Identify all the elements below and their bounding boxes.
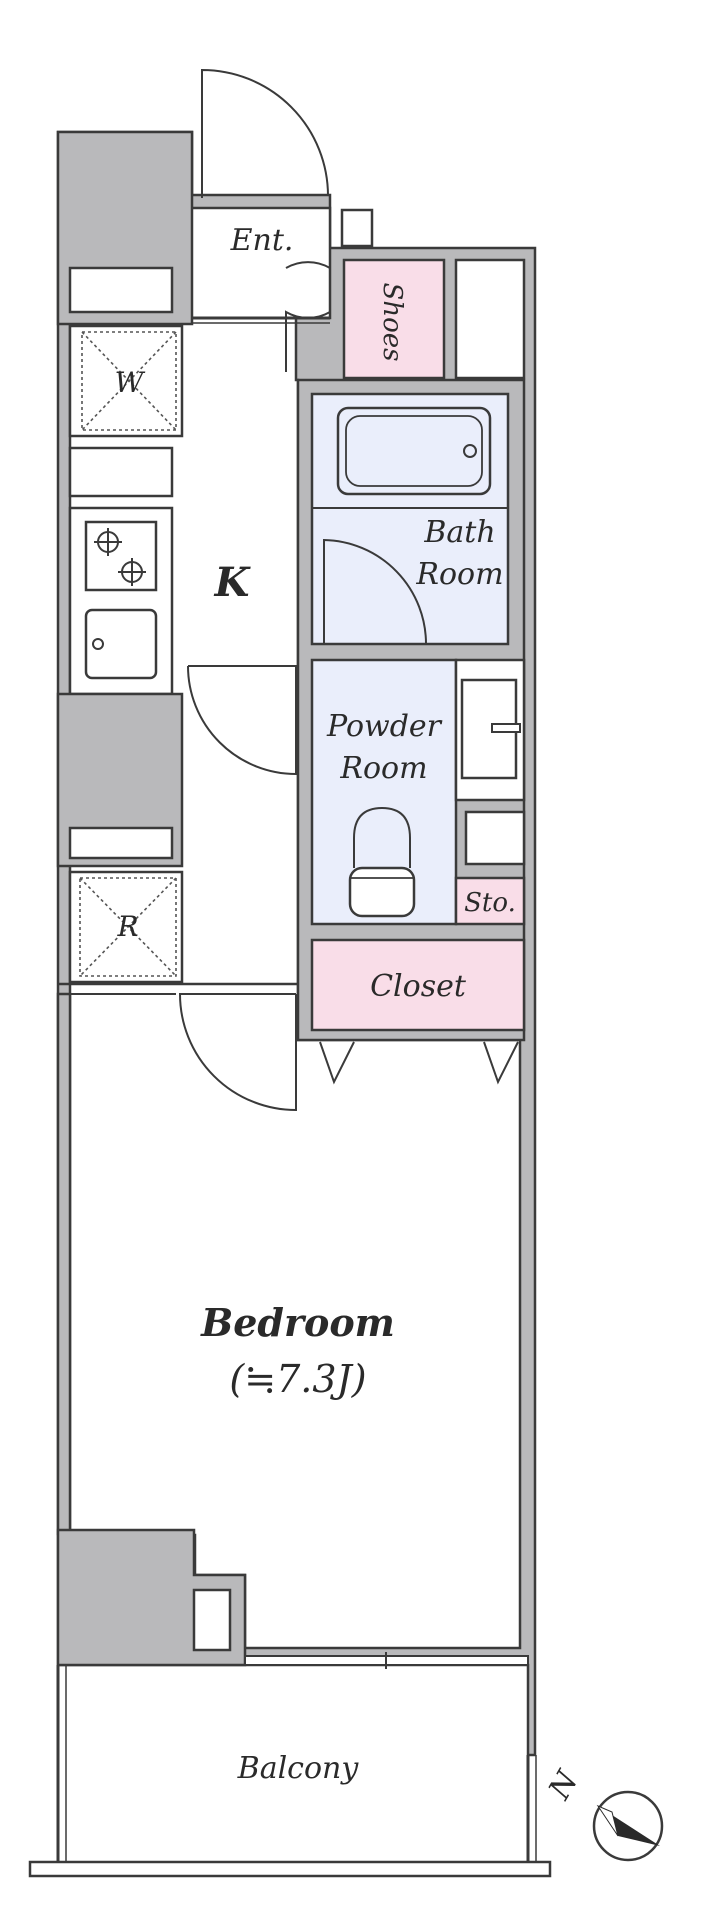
bath-door [323,538,428,646]
closet-label: Closet [370,969,467,1004]
entry-door [201,68,329,198]
entrance-label: Ent. [230,223,294,258]
entrance-niche [340,208,374,248]
bath-room [310,392,510,646]
powder-shelf [464,810,526,866]
bedroom-size-label: (≒7.3J) [229,1357,366,1401]
kitchen-sink-drain [92,638,104,650]
pipe-niche [192,1588,232,1652]
bath-label-1: Bath [423,515,495,550]
bathtub-inner [345,415,483,487]
refrigerator-diag-2 [79,877,177,977]
kitchen-cabinet-lower [68,826,174,860]
powder-label-2: Room [339,751,427,786]
kitchen-door [187,665,297,776]
compass-icon [592,1790,664,1862]
refrigerator-outline [79,877,177,977]
bedroom-label: Bedroom [200,1300,395,1345]
closet-door-right [483,1041,519,1085]
burner-icon [94,528,146,586]
kitchen-sink [84,608,158,680]
compass-north-label: N [542,1764,587,1807]
kitchen-shelf [68,446,174,498]
pipe-shaft [454,258,526,380]
storage-cabinet [454,876,526,926]
kitchen-label: K [214,559,252,606]
balcony-edge [28,1860,552,1878]
powder-label-1: Powder [326,709,443,744]
bathtub-outer [336,406,492,496]
stove-top [84,520,158,592]
toilet-tank [348,866,416,918]
refrigerator-label: R [116,910,138,943]
bedroom-door [178,993,297,1112]
washer-label: W [115,366,146,399]
shoes-cabinet [342,258,446,380]
refrigerator-space [68,870,184,984]
toilet-bowl [353,806,411,868]
washer-diag-2 [81,331,177,431]
shoes-label: Shoes [377,283,407,362]
balcony-label: Balcony [237,1751,360,1786]
sink-faucet [491,723,521,733]
entrance-inner-door [285,261,331,372]
bath-label-2: Room [415,557,503,592]
bathtub-drain [463,444,477,458]
closet-door-left [319,1041,355,1085]
kitchen-cabinet-top [68,266,174,314]
washer-space [68,324,184,438]
storage-label: Sto. [464,888,516,918]
closet [310,938,526,1032]
bedroom-wall-left [56,992,72,1536]
